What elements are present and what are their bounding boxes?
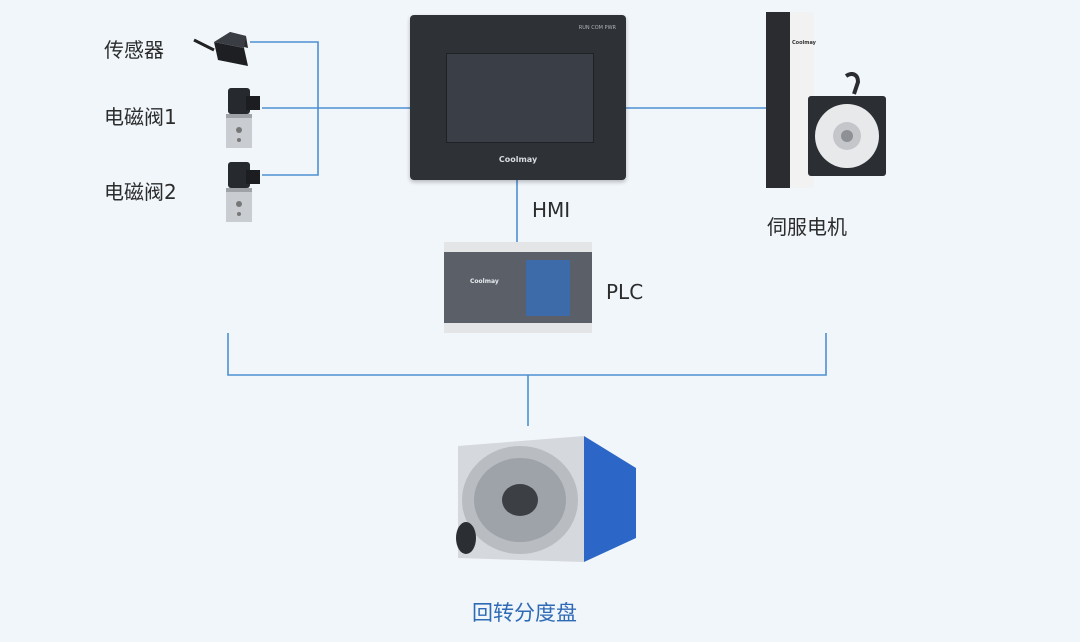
servo-motor	[808, 72, 886, 176]
label-hmi: HMI	[532, 198, 571, 222]
valve1-image	[226, 88, 260, 148]
wire-bottom-bus	[227, 333, 827, 376]
rotary-table-image	[456, 436, 636, 562]
servo-drive: Coolmay	[766, 12, 816, 188]
label-valve2: 电磁阀2	[104, 180, 177, 204]
label-servo: 伺服电机	[767, 215, 847, 239]
label-rotary-table: 回转分度盘	[472, 601, 577, 625]
hmi-screen	[446, 53, 594, 143]
hmi-brand: Coolmay	[498, 155, 538, 164]
label-plc: PLC	[606, 280, 644, 304]
label-valve1: 电磁阀1	[104, 105, 177, 129]
valve2-image	[226, 162, 260, 222]
hmi-leds: RUN COM PWR	[578, 25, 616, 31]
hmi-device: RUN COM PWR Coolmay	[410, 15, 626, 180]
label-sensor: 传感器	[104, 38, 164, 62]
sensor-image	[193, 32, 248, 66]
plc-led-panel	[526, 260, 570, 316]
servo-drive-brand: Coolmay	[792, 40, 816, 46]
plc-brand: Coolmay	[470, 278, 499, 285]
servo-drive-panel	[766, 12, 790, 188]
plc-device: Coolmay	[444, 242, 592, 333]
